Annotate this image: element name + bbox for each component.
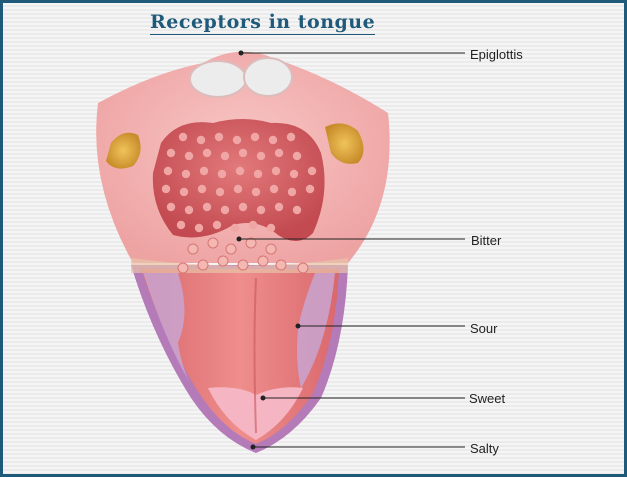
papilla xyxy=(287,187,297,197)
papilla xyxy=(177,262,189,274)
papilla xyxy=(166,148,176,158)
papilla xyxy=(217,255,229,267)
leader-sweet-dot xyxy=(260,395,266,401)
papilla xyxy=(161,184,171,194)
papilla xyxy=(265,243,277,255)
papilla xyxy=(202,148,212,158)
papilla xyxy=(307,166,317,176)
papilla xyxy=(251,187,261,197)
papilla xyxy=(232,135,242,145)
papilla xyxy=(196,135,206,145)
leader-bitter-dot xyxy=(236,236,242,242)
papilla xyxy=(166,202,176,212)
papilla xyxy=(225,243,237,255)
papilla xyxy=(233,184,243,194)
label-sweet: Sweet xyxy=(469,391,506,406)
papilla xyxy=(217,169,227,179)
papilla xyxy=(257,255,269,267)
papilla xyxy=(197,259,209,271)
sour-right-region xyxy=(297,273,335,388)
papilla xyxy=(212,220,222,230)
papilla xyxy=(269,184,279,194)
papilla xyxy=(256,205,266,215)
papilla xyxy=(274,202,284,212)
leader-sour-dot xyxy=(295,323,301,329)
papilla xyxy=(215,187,225,197)
papilla xyxy=(207,237,219,249)
papilla xyxy=(214,132,224,142)
papilla xyxy=(289,169,299,179)
papilla xyxy=(230,223,240,233)
papilla xyxy=(235,166,245,176)
papilla xyxy=(245,237,257,249)
papilla xyxy=(305,184,315,194)
label-bitter: Bitter xyxy=(471,233,502,248)
papilla xyxy=(238,148,248,158)
papilla xyxy=(178,132,188,142)
papillae-mass xyxy=(152,119,325,242)
papilla xyxy=(187,243,199,255)
papilla xyxy=(220,151,230,161)
label-epiglottis: Epiglottis xyxy=(470,47,523,62)
papilla xyxy=(197,184,207,194)
papilla xyxy=(238,202,248,212)
papilla xyxy=(268,135,278,145)
papilla xyxy=(199,166,209,176)
papilla xyxy=(297,262,309,274)
papilla xyxy=(176,220,186,230)
label-salty: Salty xyxy=(470,441,499,456)
tonsil-left xyxy=(106,132,141,169)
papilla xyxy=(253,169,263,179)
papilla xyxy=(194,223,204,233)
sour-left-region xyxy=(143,273,193,388)
papilla xyxy=(181,169,191,179)
papilla xyxy=(256,151,266,161)
papilla xyxy=(275,259,287,271)
papilla xyxy=(271,166,281,176)
papilla xyxy=(220,205,230,215)
papilla xyxy=(184,205,194,215)
leader-salty-dot xyxy=(250,444,256,450)
papilla xyxy=(163,166,173,176)
papilla xyxy=(286,132,296,142)
papilla xyxy=(184,151,194,161)
papilla xyxy=(250,132,260,142)
leader-epiglottis-dot xyxy=(238,50,244,56)
tongue-illustration xyxy=(96,50,465,453)
papilla xyxy=(274,148,284,158)
label-sour: Sour xyxy=(470,321,498,336)
papilla xyxy=(266,223,276,233)
papilla xyxy=(248,220,258,230)
papilla xyxy=(237,259,249,271)
papilla xyxy=(202,202,212,212)
papilla xyxy=(292,205,302,215)
papilla xyxy=(292,151,302,161)
papilla xyxy=(179,187,189,197)
diagram-title: Receptors in tongue xyxy=(150,11,376,35)
epiglottis-shape xyxy=(189,60,247,98)
tonsil-right xyxy=(325,123,364,164)
